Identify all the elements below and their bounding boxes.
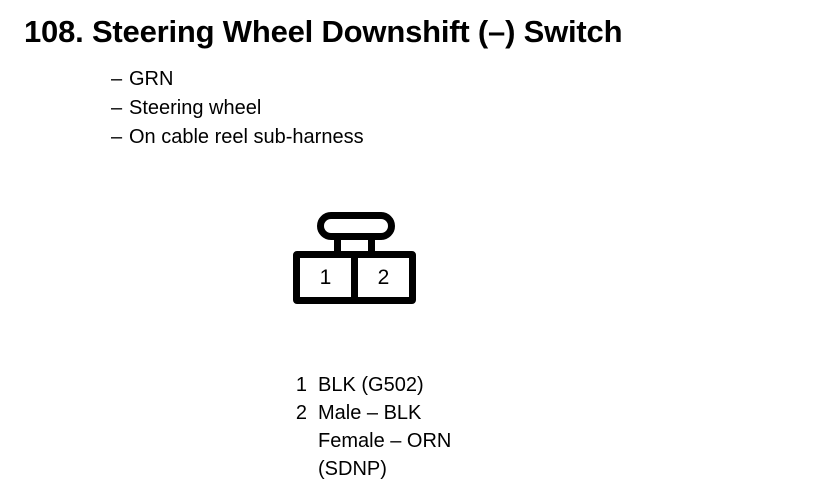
list-item-label: Steering wheel <box>129 97 262 119</box>
list-item: –GRN <box>111 65 364 94</box>
connector-body: 1 2 <box>293 251 416 304</box>
dash-bullet-icon: – <box>111 126 123 148</box>
list-item: –Steering wheel <box>111 94 364 123</box>
list-item-label: On cable reel sub-harness <box>129 126 364 148</box>
connector-latch-leg-right <box>368 233 375 253</box>
legend-row: 1 BLK (G502) <box>285 371 451 399</box>
connector-cavity-1: 1 <box>300 258 351 297</box>
legend-pin-description: Female – ORN <box>318 430 452 452</box>
legend-row: 2 Male – BLK <box>285 399 451 427</box>
connector-latch-leg-left <box>334 233 341 253</box>
connector-diagram: 1 2 <box>293 212 417 304</box>
legend-pin-number: 1 <box>295 374 307 396</box>
dash-bullet-icon: – <box>111 97 123 119</box>
dash-bullet-icon: – <box>111 68 123 90</box>
list-item-label: GRN <box>129 68 174 90</box>
legend-pin-description: Male – BLK <box>318 402 422 424</box>
descriptor-list: –GRN –Steering wheel –On cable reel sub-… <box>111 65 364 152</box>
legend-pin-description: BLK (G502) <box>318 374 424 396</box>
page-title: 108. Steering Wheel Downshift (–) Switch <box>24 14 623 49</box>
legend-row: Female – ORN <box>285 427 451 455</box>
cavity-number-label: 2 <box>377 266 390 289</box>
cavity-number-label: 1 <box>319 266 332 289</box>
connector-latch-icon <box>317 212 395 240</box>
connector-cavity-2: 2 <box>351 258 409 297</box>
pin-legend: 1 BLK (G502) 2 Male – BLK Female – ORN (… <box>285 371 452 483</box>
legend-row: (SDNP) <box>285 455 451 483</box>
legend-pin-number: 2 <box>295 402 307 424</box>
legend-pin-description: (SDNP) <box>318 458 387 480</box>
list-item: –On cable reel sub-harness <box>111 123 364 152</box>
